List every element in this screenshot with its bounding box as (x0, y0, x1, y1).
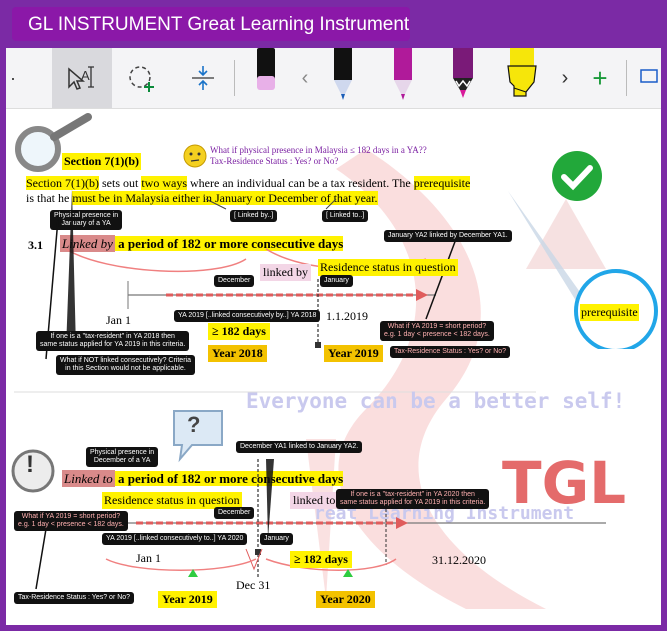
date-jan-1-b: Jan 1 (136, 551, 161, 566)
label-182-days-b: ≥ 182 days (290, 551, 352, 568)
note-tax-status-b: Tax-Residence Status : Yes? or No? (14, 592, 134, 604)
date-dec-31: Dec 31 (236, 578, 270, 593)
pen-magenta[interactable] (388, 48, 418, 108)
lasso-add-icon (125, 63, 161, 93)
note-canvas[interactable]: Section 7(1)(b) What if physical presenc… (6, 109, 661, 625)
toolbar-divider-2 (626, 60, 627, 96)
lasso-add-tool[interactable] (118, 48, 168, 108)
add-space-tool[interactable] (178, 48, 228, 108)
window-title: GL INSTRUMENT Great Learning Instrument (28, 14, 409, 36)
date-31-12-2020: 31.12.2020 (432, 553, 486, 568)
plus-icon[interactable]: + (584, 48, 616, 108)
note-what-if-2019-b: What if YA 2019 = short period? e.g. 1 d… (14, 511, 128, 531)
black-pen-icon (252, 48, 280, 100)
chevron-right-icon[interactable]: › (554, 48, 576, 108)
title-bar: GL INSTRUMENT Great Learning Instrument (0, 0, 667, 48)
label-december-2: December (214, 507, 254, 519)
label-linked-to: linked to (290, 492, 338, 509)
svg-text:A: A (81, 68, 90, 83)
pen-purple-galaxy[interactable] (448, 48, 478, 108)
highlighter-yellow[interactable] (502, 48, 542, 108)
yellow-highlighter-icon (504, 48, 540, 100)
note-ya2019-linked-to: YA 2019 [..linked consecutively to..] YA… (102, 533, 247, 545)
overflow-dot-icon[interactable]: · (6, 48, 20, 108)
label-year-2019-b: Year 2019 (158, 591, 217, 608)
note-if-tax-resident-2020: If one is a "tax-resident" in YA 2020 th… (336, 489, 489, 509)
pen-black[interactable] (246, 48, 286, 108)
select-text-tool[interactable]: A (52, 48, 112, 108)
label-year-2020: Year 2020 (316, 591, 375, 608)
chevron-left-icon[interactable]: ‹ (290, 48, 320, 108)
add-space-icon (188, 63, 218, 93)
pen-blue[interactable] (328, 48, 358, 108)
select-text-icon: A (65, 63, 99, 93)
timeline-2 (6, 109, 661, 625)
galaxy-pen-icon (450, 48, 476, 100)
blue-pen-icon (331, 48, 355, 100)
magenta-pen-icon (391, 48, 415, 100)
lasso-view-icon[interactable] (636, 48, 661, 108)
toolbar-divider (234, 60, 235, 96)
drawing-toolbar: · A ‹ (6, 48, 661, 109)
label-january-2: January (260, 533, 293, 545)
